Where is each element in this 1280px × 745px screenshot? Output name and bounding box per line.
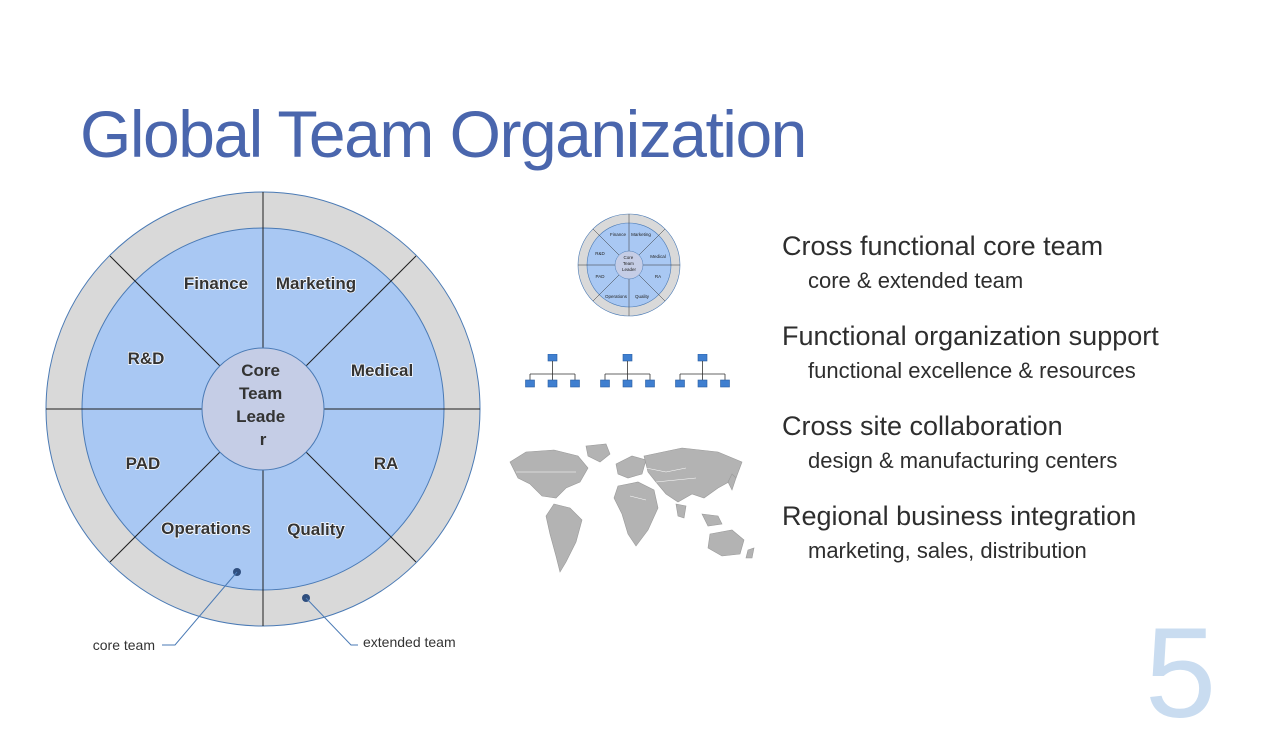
segment-label-operations: Operations — [161, 519, 251, 538]
bullet-heading: Regional business integration — [782, 501, 1137, 531]
thumb-label-marketing: Marketing — [631, 232, 651, 237]
segment-label-pad: PAD — [126, 454, 161, 473]
team-organization-wheel: Core Team Leade r Finance Marketing R&D … — [45, 191, 481, 653]
world-map-icon — [509, 443, 755, 573]
page-number: 5 — [1145, 602, 1217, 745]
segment-label-rd: R&D — [128, 349, 165, 368]
slide-title: Global Team Organization — [80, 97, 807, 171]
bullet-heading: Cross functional core team — [782, 231, 1104, 261]
bullet-heading: Cross site collaboration — [782, 411, 1063, 441]
core-team-leader-line — [162, 571, 238, 646]
segment-label-quality: Quality — [287, 520, 345, 539]
bullet-item: Functional organization support function… — [782, 320, 1262, 386]
center-label: Core Team Leade r — [236, 361, 290, 449]
bullet-subtext: design & manufacturing centers — [808, 448, 1118, 473]
thumb-center-label: Core Team Leader — [622, 255, 637, 272]
extended-team-leader-line — [305, 597, 358, 646]
bullet-subtext: marketing, sales, distribution — [808, 538, 1087, 563]
team-wheel-thumbnail: Core Team Leader Finance Marketing R&D M… — [577, 213, 681, 317]
bullet-item: Cross site collaboration design & manufa… — [782, 410, 1262, 476]
segment-label-ra: RA — [374, 454, 399, 473]
core-team-leader-circle — [201, 347, 325, 471]
thumb-label-operations: Operations — [605, 294, 628, 299]
extended-team-callout: extended team — [363, 634, 456, 650]
thumb-label-pad: PAD — [596, 274, 606, 279]
bullet-subtext: functional excellence & resources — [808, 358, 1136, 383]
thumb-label-quality: Quality — [635, 294, 650, 299]
bullet-item: Regional business integration marketing,… — [782, 500, 1262, 566]
thumb-label-finance: Finance — [610, 232, 627, 237]
thumb-label-ra: RA — [655, 274, 661, 279]
bullet-list: Cross functional core team core & extend… — [782, 230, 1262, 590]
org-chart-icon — [525, 354, 730, 388]
thumb-label-medical: Medical — [650, 254, 666, 259]
segment-label-medical: Medical — [351, 361, 413, 380]
segment-label-marketing: Marketing — [276, 274, 356, 293]
thumb-label-rd: R&D — [595, 251, 605, 256]
bullet-heading: Functional organization support — [782, 321, 1159, 351]
bullet-subtext: core & extended team — [808, 268, 1024, 293]
bullet-item: Cross functional core team core & extend… — [782, 230, 1262, 296]
segment-label-finance: Finance — [184, 274, 248, 293]
core-team-callout: core team — [93, 637, 155, 653]
